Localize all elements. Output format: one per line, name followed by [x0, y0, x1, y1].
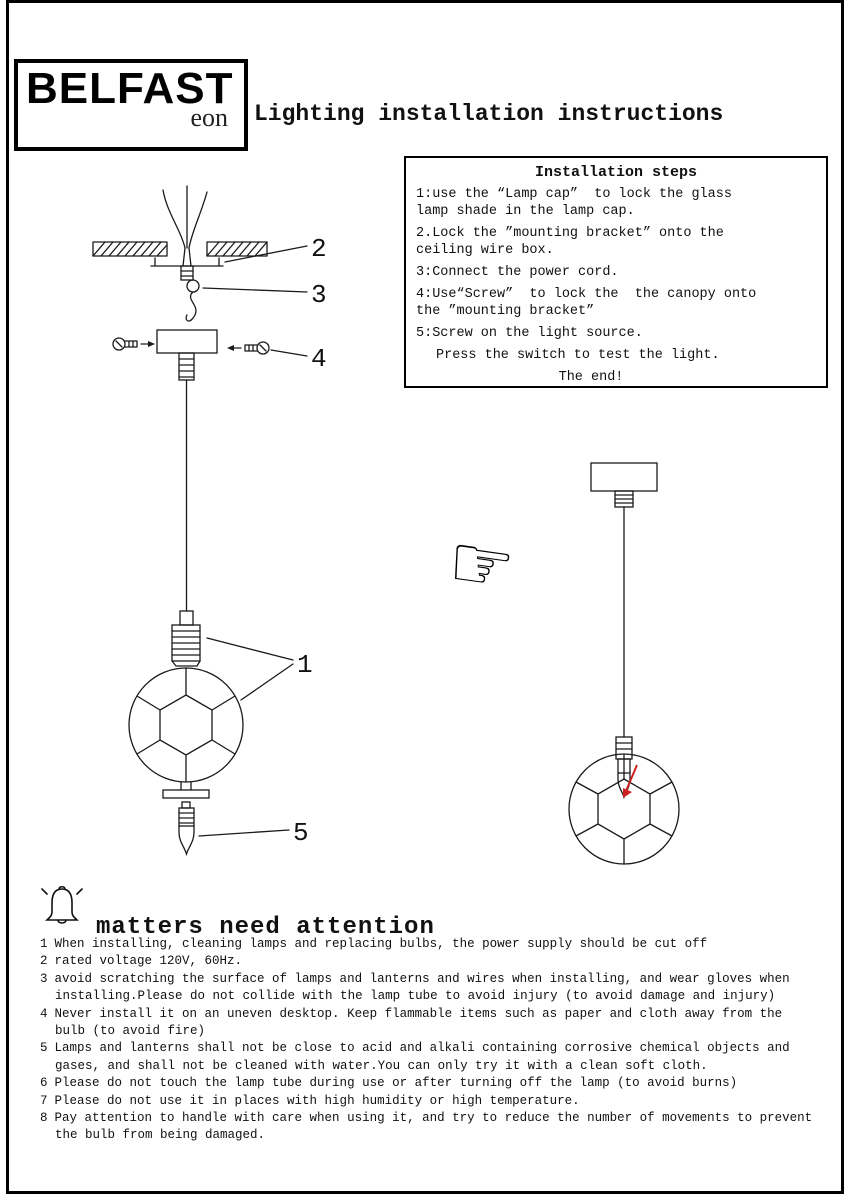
callout-1: 1 — [297, 650, 313, 680]
step-4: 4:Use“Screw” to lock the the canopy onto… — [416, 287, 757, 319]
cord-hook — [185, 279, 200, 322]
attention-item-number: 2 — [40, 954, 48, 969]
attention-item-3: 3 avoid scratching the surface of lamps a… — [40, 971, 830, 1006]
brand-name: BELFAST — [26, 64, 234, 113]
attention-item-2: 2 rated voltage 120V, 60Hz. — [40, 953, 830, 970]
step-2: 2.Lock the ”mounting bracket” onto the c… — [416, 226, 724, 258]
attention-item-number: 6 — [40, 1076, 48, 1091]
exploded-diagram: 2 3 4 1 5 — [92, 185, 327, 857]
attention-item-text: Pay attention to handle with care when u… — [54, 1111, 813, 1143]
step-note: Press the switch to test the light. — [436, 348, 720, 363]
attention-item-7: 7 Please do not use it in places with hig… — [40, 1093, 830, 1110]
attention-item-text: rated voltage 120V, 60Hz. — [54, 954, 243, 969]
attention-item-8: 8 Pay attention to handle with care when … — [40, 1110, 830, 1145]
lamp-holder — [171, 610, 201, 667]
attention-item-text: Never install it on an uneven desktop. K… — [54, 1006, 783, 1039]
attention-item-text: avoid scratching the surface of lamps an… — [54, 971, 790, 1004]
attention-item-1: 1 When installing, cleaning lamps and rep… — [40, 936, 830, 953]
bulb-arrow — [623, 764, 638, 798]
callout-lines — [198, 245, 308, 837]
attention-item-number: 4 — [40, 1006, 48, 1021]
pointing-hand-icon: ☞ — [442, 517, 521, 613]
assembled-diagram — [568, 462, 680, 865]
shade-fitting — [162, 781, 210, 799]
callout-3: 3 — [311, 280, 327, 310]
screw-right — [227, 341, 270, 355]
page-border — [6, 0, 844, 1194]
brand-subtitle: eon — [190, 103, 228, 132]
attention-item-4: 4 Never install it on an uneven desktop. … — [40, 1006, 830, 1041]
glass-shade — [128, 667, 244, 783]
attention-item-number: 8 — [40, 1111, 48, 1126]
callout-2: 2 — [311, 234, 327, 264]
attention-item-number: 5 — [40, 1041, 48, 1056]
attention-item-text: Please do not use it in places with high… — [54, 1093, 580, 1108]
ceiling — [92, 241, 268, 257]
step-3: 3:Connect the power cord. — [416, 265, 619, 280]
step-5: 5:Screw on the light source. — [416, 326, 643, 341]
glass-shade — [568, 753, 680, 865]
steps-title: Installation steps — [534, 164, 698, 181]
attention-item-text: Please do not touch the lamp tube during… — [54, 1076, 738, 1091]
canopy — [156, 329, 218, 381]
installation-steps-box: Installation steps 1:use the “Lamp cap” … — [404, 156, 828, 388]
attention-item-5: 5 Lamps and lanterns shall not be close t… — [40, 1040, 830, 1075]
page-title: Lighting installation instructions — [254, 101, 724, 128]
mounting-bracket — [150, 257, 224, 281]
light-bulb — [178, 801, 195, 857]
attention-item-6: 6 Please do not touch the lamp tube durin… — [40, 1075, 830, 1092]
attention-item-text: Lamps and lanterns shall not be close to… — [54, 1041, 790, 1073]
bell-icon — [41, 885, 83, 924]
attention-item-number: 3 — [40, 971, 48, 986]
brand-logo-box: BELFAST eon — [14, 59, 248, 151]
screw-left — [112, 337, 155, 351]
step-1: 1:use the “Lamp cap” to lock the glass l… — [416, 187, 732, 219]
step-end: The end! — [558, 370, 624, 385]
attention-title: matters need attention — [96, 913, 435, 941]
attention-item-number: 7 — [40, 1093, 48, 1108]
callout-5: 5 — [293, 818, 309, 848]
ceiling-canopy — [590, 462, 658, 508]
attention-item-number: 1 — [40, 937, 48, 951]
attention-list: 1 When installing, cleaning lamps and rep… — [40, 936, 830, 1145]
callout-4: 4 — [311, 344, 327, 374]
attention-item-text: When installing, cleaning lamps and repl… — [54, 937, 708, 951]
power-wires — [162, 185, 208, 267]
